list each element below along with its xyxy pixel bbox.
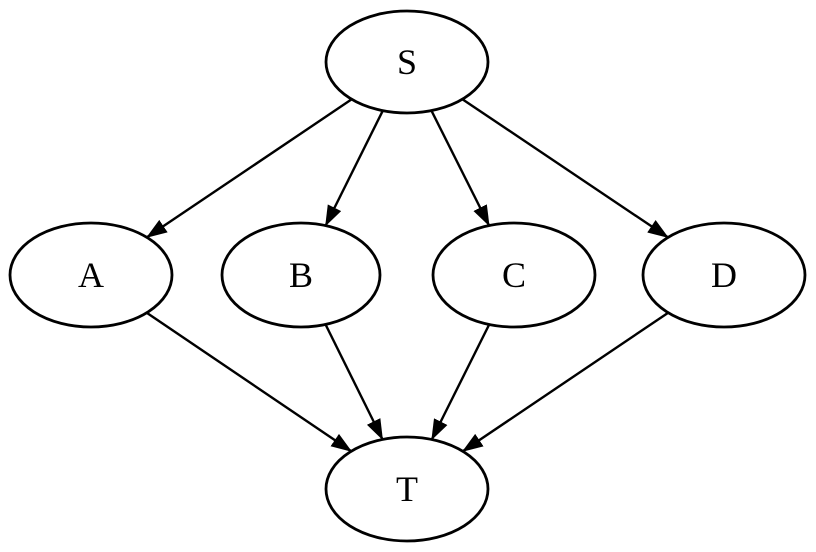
edge-S-C xyxy=(430,110,491,227)
node-C: C xyxy=(431,221,597,329)
node-B: B xyxy=(220,221,382,329)
node-T-ellipse xyxy=(324,435,490,543)
node-S-ellipse xyxy=(324,9,490,115)
node-D: D xyxy=(641,221,807,329)
node-A: A xyxy=(8,221,174,329)
node-T-label: T xyxy=(396,469,418,509)
edge-S-B xyxy=(324,110,384,227)
node-B-label: B xyxy=(289,255,313,295)
node-D-label: D xyxy=(711,255,737,295)
node-T: T xyxy=(324,435,490,543)
edge-S-D xyxy=(461,98,669,239)
node-D-ellipse xyxy=(641,221,807,329)
edge-C-T xyxy=(430,323,491,441)
edge-B-T xyxy=(324,323,384,441)
node-A-label: A xyxy=(78,255,104,295)
node-S: S xyxy=(324,9,490,115)
node-C-ellipse xyxy=(431,221,597,329)
edge-D-T xyxy=(461,311,669,453)
node-A-ellipse xyxy=(8,221,174,329)
edge-S-A xyxy=(146,98,353,239)
node-C-label: C xyxy=(502,255,526,295)
node-S-label: S xyxy=(397,42,417,82)
edge-A-T xyxy=(146,311,353,453)
node-B-ellipse xyxy=(220,221,382,329)
